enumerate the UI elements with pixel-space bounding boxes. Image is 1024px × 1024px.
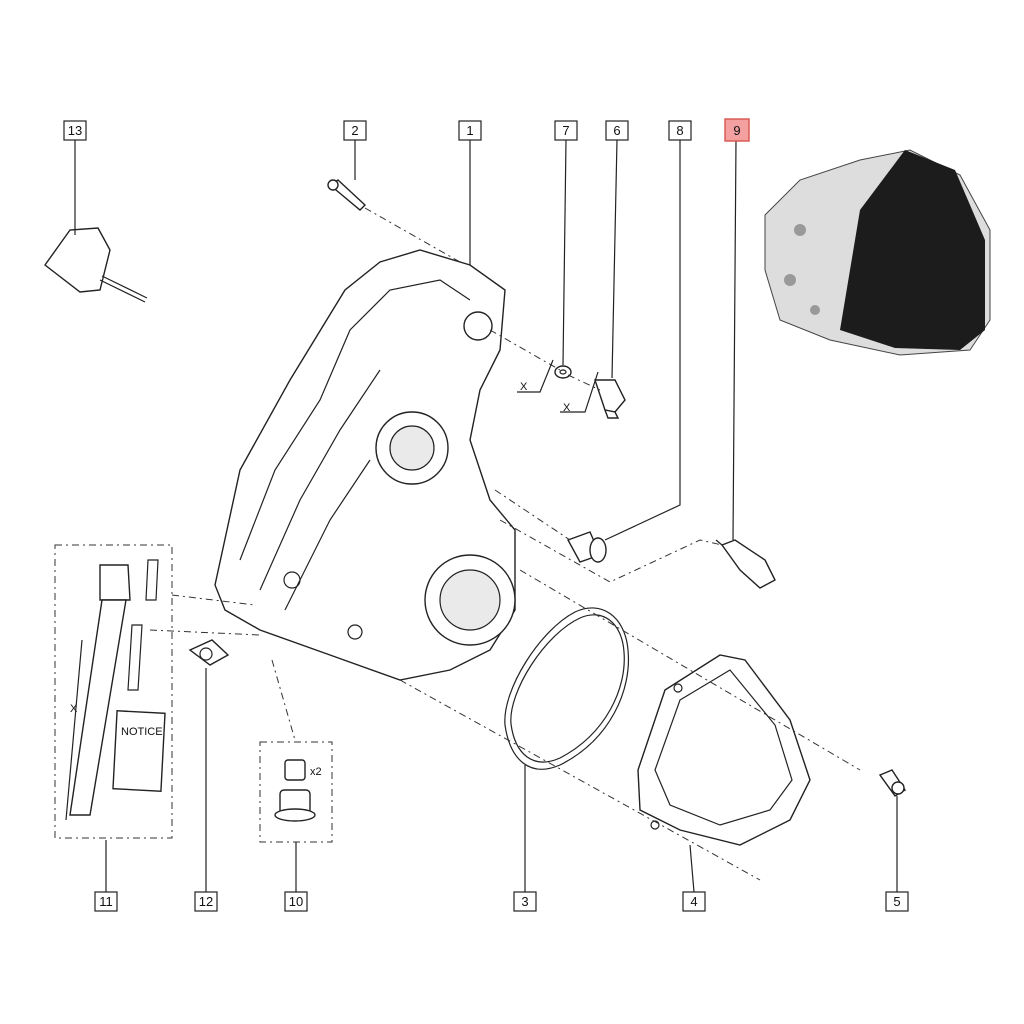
quantity-label: x2	[310, 766, 322, 778]
bracket-part-13	[44, 227, 148, 303]
callout-10: 10	[284, 891, 308, 912]
leader-lines	[74, 139, 898, 893]
clip-part-12	[188, 639, 230, 666]
sensor-part-6	[594, 379, 626, 419]
callout-2-label: 2	[351, 123, 358, 138]
callout-5: 5	[885, 891, 909, 912]
callout-1-label: 1	[466, 123, 473, 138]
plug-part-8	[566, 531, 607, 563]
callout-4: 4	[682, 891, 706, 912]
x-mark-6: X	[563, 402, 571, 414]
callout-13-label: 13	[68, 123, 82, 138]
x-mark-7: X	[520, 381, 528, 393]
callout-8: 8	[668, 120, 692, 141]
notice-leaflet-label: NOTICE	[121, 726, 163, 738]
callout-3-label: 3	[521, 894, 528, 909]
callout-12: 12	[194, 891, 218, 912]
callout-9-label: 9	[733, 123, 740, 138]
callout-11: 11	[94, 891, 118, 912]
callout-11-label: 11	[99, 894, 113, 909]
sensor-part-9	[715, 539, 776, 589]
callout-13: 13	[63, 120, 87, 141]
dipstick-kit-part-11: NOTICE X	[54, 544, 173, 839]
bushing-kit-part-10: x2	[259, 741, 333, 843]
callout-2: 2	[343, 120, 367, 141]
callout-4-label: 4	[690, 894, 697, 909]
callout-9-highlighted: 9	[724, 118, 750, 142]
callout-3: 3	[513, 891, 537, 912]
gearbox-thumbnail	[764, 149, 991, 356]
callout-10-label: 10	[289, 894, 303, 909]
bolt-part-5	[878, 769, 906, 797]
x-mark-11: X	[70, 703, 78, 715]
callout-6-label: 6	[613, 123, 620, 138]
callout-7: 7	[554, 120, 578, 141]
bolt-part-2	[327, 179, 461, 263]
gearbox-housing	[214, 249, 516, 681]
washer-part-7	[554, 365, 572, 379]
callout-7-label: 7	[562, 123, 569, 138]
cover-part-4	[637, 654, 811, 846]
callout-8-label: 8	[676, 123, 683, 138]
callout-6: 6	[605, 120, 629, 141]
dark-housing-section	[840, 150, 985, 350]
gasket-part-3	[504, 607, 630, 770]
callout-5-label: 5	[893, 894, 900, 909]
callout-1: 1	[458, 120, 482, 141]
callout-12-label: 12	[199, 894, 213, 909]
